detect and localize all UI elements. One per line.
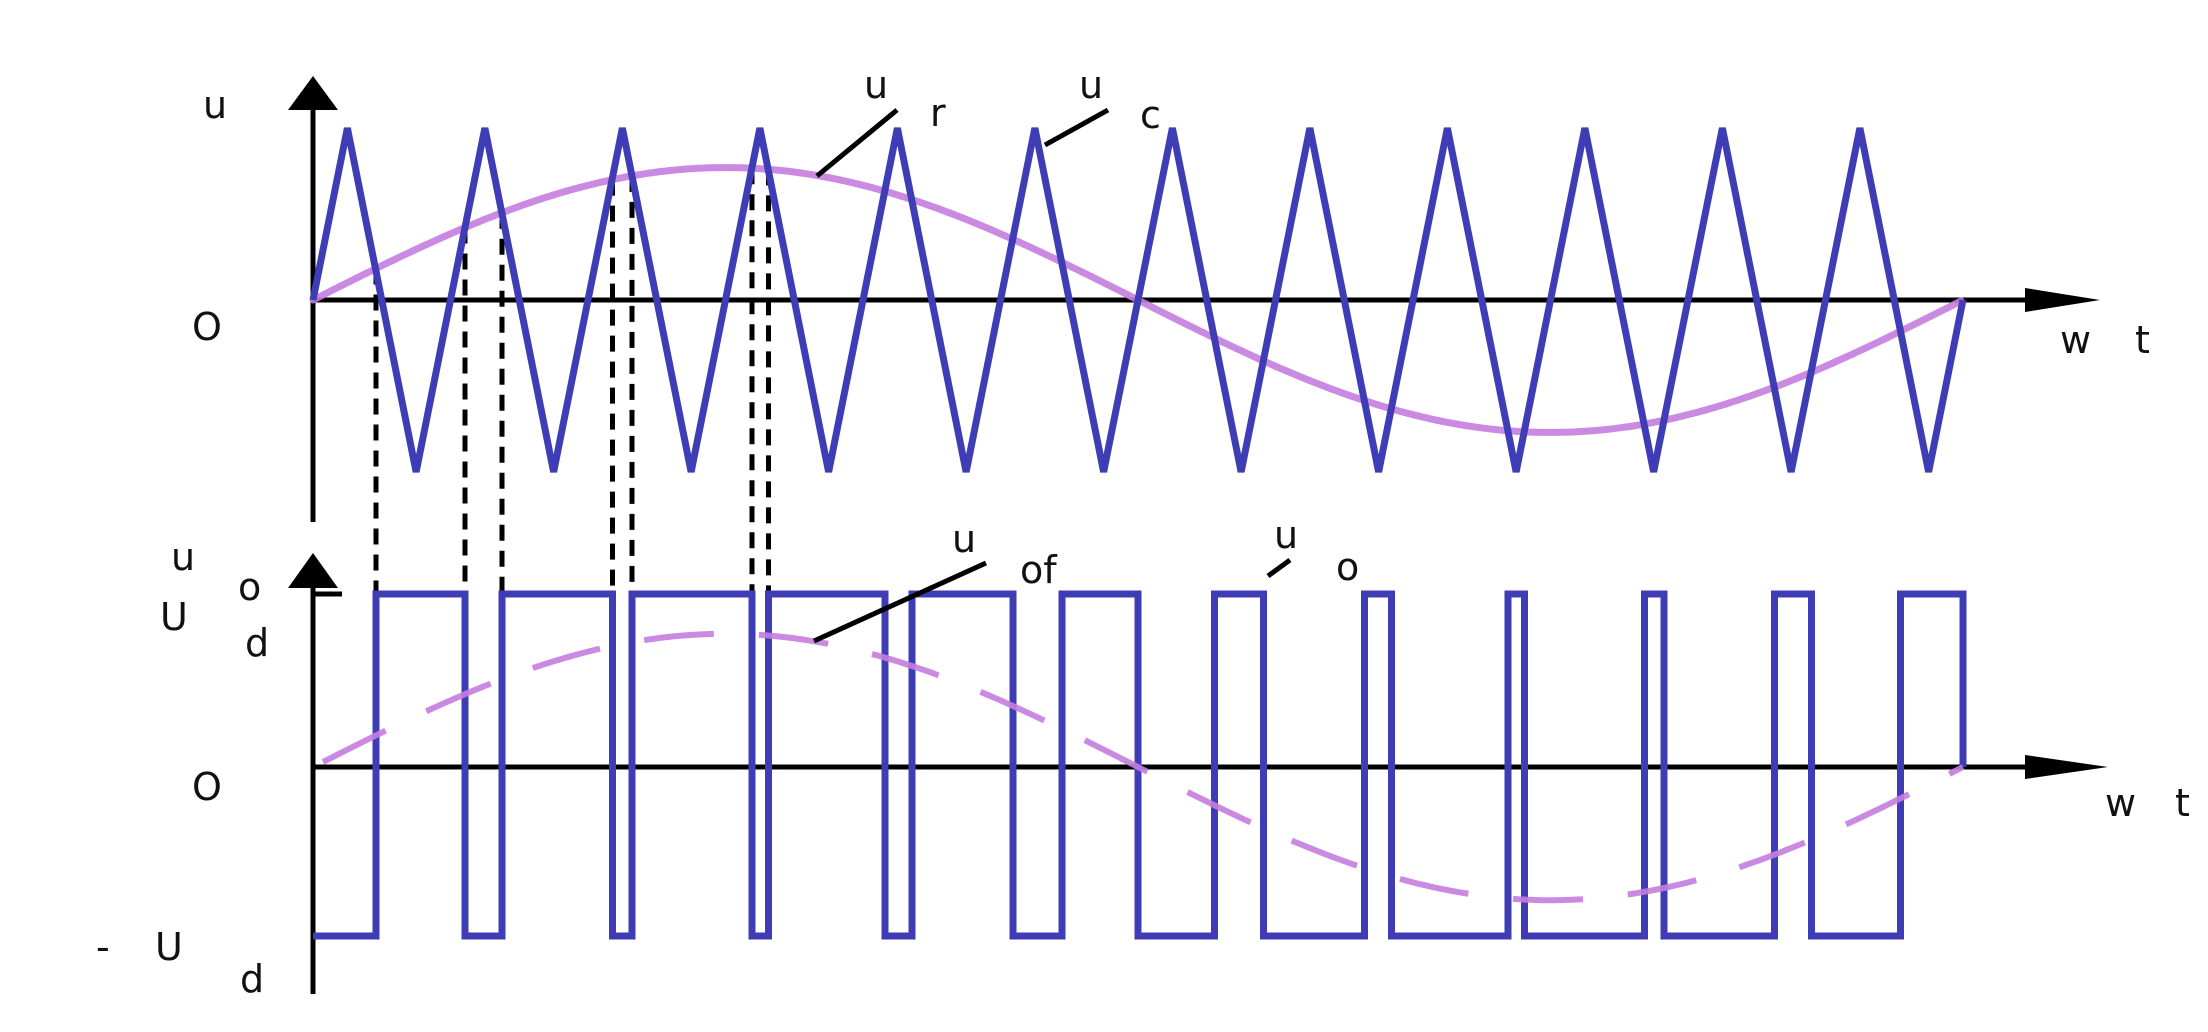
top-axes: [288, 76, 2100, 522]
uc-leader-line: [1043, 107, 1110, 148]
carrier-triangle-uc: [309, 127, 1967, 473]
uo-label-sub: o: [1336, 545, 1359, 589]
projection-dashed-lines: [373, 168, 771, 594]
neg-ud-label-sub: d: [240, 957, 264, 1001]
uo-leader-line: [1266, 557, 1292, 579]
bottom-x-label-w: w: [2105, 781, 2136, 825]
top-x-label-w: w: [2060, 318, 2091, 362]
bottom-y-axis-label-sub: o: [238, 565, 261, 609]
ud-label-sub: d: [245, 621, 269, 665]
top-origin-label: O: [192, 305, 222, 349]
neg-ud-sign: -: [96, 925, 110, 969]
top-x-label-t: t: [2135, 318, 2150, 362]
top-y-axis-label: u: [203, 83, 227, 127]
fundamental-uof: [321, 630, 1965, 904]
ur-label-main: u: [864, 63, 888, 107]
uof-label-main: u: [952, 517, 976, 561]
top-y-arrow-icon: [288, 76, 338, 110]
bottom-axes: [288, 553, 2108, 994]
uof-label-sub: of: [1020, 548, 1058, 592]
bottom-x-arrow-icon: [2025, 755, 2108, 779]
top-x-arrow-icon: [2025, 288, 2100, 312]
uof-leader-line: [812, 560, 988, 644]
uc-label-main: u: [1079, 63, 1103, 107]
uc-label-sub: c: [1140, 93, 1161, 137]
bottom-y-axis-label-main: u: [171, 535, 195, 579]
waveforms: [309, 127, 1967, 940]
ur-leader-line: [815, 108, 899, 178]
bottom-y-arrow-icon: [288, 553, 338, 588]
ur-label-sub: r: [930, 91, 946, 135]
neg-ud-label-main: U: [155, 925, 183, 969]
ud-label-main: U: [160, 595, 188, 639]
pwm-output-uo: [313, 590, 1967, 940]
uo-label-main: u: [1274, 513, 1298, 557]
bottom-origin-label: O: [192, 765, 222, 809]
bottom-x-label-t: t: [2175, 781, 2190, 825]
